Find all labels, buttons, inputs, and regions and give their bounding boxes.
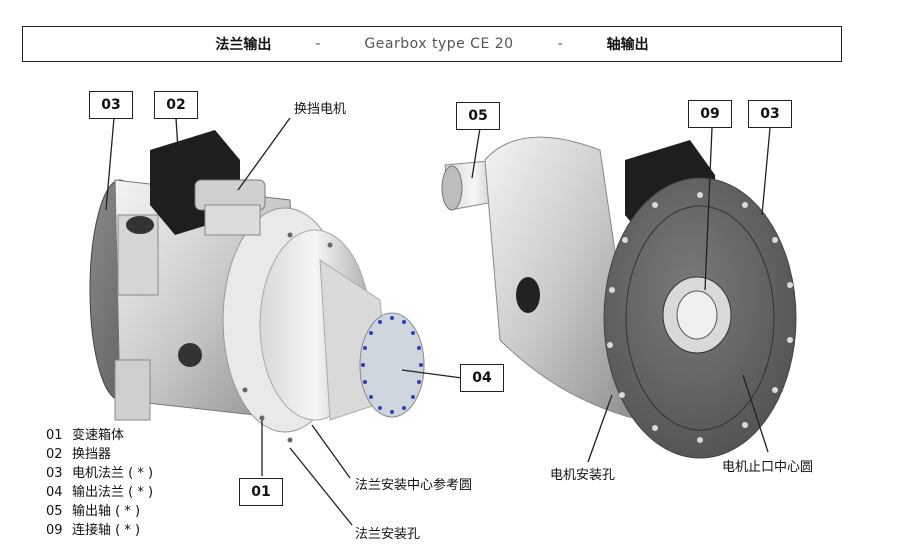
legend-item: 04 输出法兰 ( * ) — [46, 483, 153, 502]
motor-mount-holes — [607, 192, 793, 443]
foot-left — [114, 359, 151, 421]
connecting-shaft-bore — [676, 290, 718, 340]
callout-flange-mount-center: 法兰安装中心参考圆 — [355, 478, 473, 493]
legend-item: 09 连接轴 ( * ) — [46, 521, 153, 540]
housing-right-hole — [516, 277, 540, 313]
title-right: 轴输出 — [606, 37, 649, 53]
parts-legend: 01 变速箱体 02 换挡器 03 电机法兰 ( * ) 04 输出法兰 ( * ) 0… — [46, 426, 153, 540]
callout-shift-motor: 换挡电机 — [294, 102, 347, 117]
tag-09: 09 — [688, 100, 732, 128]
output-shaft-end — [441, 165, 463, 211]
housing-hole — [178, 343, 202, 367]
tag-02: 02 — [154, 91, 198, 119]
legend-label: 输出轴 ( * ) — [72, 504, 141, 519]
legend-num: 01 — [46, 428, 63, 443]
callout-motor-spigot-center: 电机止口中心圆 — [722, 460, 814, 475]
leader-lines — [105, 117, 771, 526]
right-gearbox — [441, 136, 797, 459]
legend-num: 09 — [46, 523, 63, 538]
callout-motor-mount-hole: 电机安装孔 — [550, 468, 616, 483]
boss-hole — [126, 216, 154, 234]
left-gearbox — [89, 130, 425, 443]
legend-item: 03 电机法兰 ( * ) — [46, 464, 153, 483]
callout-flange-mount-hole: 法兰安装孔 — [355, 527, 421, 542]
output-flange-bolts — [361, 316, 423, 414]
title-bar: 法兰输出 - Gearbox type CE 20 - 轴输出 — [22, 26, 842, 62]
legend-num: 05 — [46, 504, 63, 519]
shift-motor-mount — [204, 204, 261, 236]
legend-label: 变速箱体 — [72, 428, 125, 443]
title-separator: - — [315, 36, 321, 52]
legend-label: 输出法兰 ( * ) — [72, 485, 154, 500]
legend-item: 02 换挡器 — [46, 445, 153, 464]
legend-num: 03 — [46, 466, 63, 481]
tag-01: 01 — [239, 478, 283, 506]
tag-03-right: 03 — [748, 100, 792, 128]
legend-num: 02 — [46, 447, 63, 462]
legend-item: 05 输出轴 ( * ) — [46, 502, 153, 521]
output-flange-face — [359, 312, 425, 418]
title-separator: - — [557, 36, 563, 52]
title-left: 法兰输出 — [215, 37, 272, 53]
legend-item: 01 变速箱体 — [46, 426, 153, 445]
tag-04: 04 — [460, 364, 504, 392]
legend-label: 连接轴 ( * ) — [72, 523, 141, 538]
tag-03-left: 03 — [89, 91, 133, 119]
tag-05: 05 — [456, 102, 500, 130]
legend-label: 换挡器 — [72, 447, 112, 462]
title-center: Gearbox type CE 20 — [364, 36, 514, 52]
legend-num: 04 — [46, 485, 63, 500]
spigot-circle — [625, 205, 775, 431]
legend-label: 电机法兰 ( * ) — [72, 466, 154, 481]
